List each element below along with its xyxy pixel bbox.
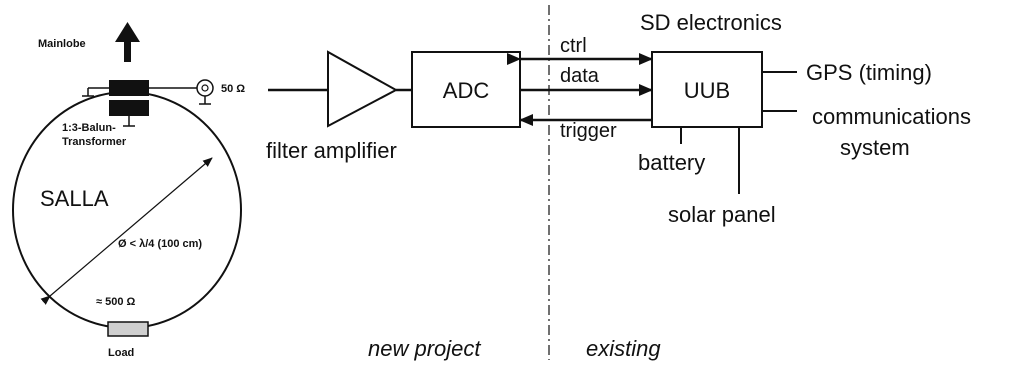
adc-label: ADC xyxy=(443,78,490,103)
port-impedance-label: 50 Ω xyxy=(221,83,245,95)
comm-label-line2: system xyxy=(840,135,910,160)
diameter-arrow xyxy=(40,157,213,305)
battery-label: battery xyxy=(638,150,705,175)
loop-impedance-label: ≈ 500 Ω xyxy=(96,296,136,308)
filter-amplifier-symbol xyxy=(327,50,399,128)
load-resistor xyxy=(107,321,149,337)
balun-label-line2: Transformer xyxy=(62,136,127,148)
balun-core-lower xyxy=(109,100,149,116)
comm-label-line1: communications xyxy=(812,104,971,129)
mainlobe-label: Mainlobe xyxy=(38,38,86,50)
existing-label: existing xyxy=(586,336,661,361)
salla-label: SALLA xyxy=(40,186,109,211)
solar-panel-label: solar panel xyxy=(668,202,776,227)
load-label: Load xyxy=(108,347,134,359)
uub-label: UUB xyxy=(684,78,730,103)
mainlobe-arrow-icon xyxy=(115,22,140,62)
sd-electronics-title: SD electronics xyxy=(640,10,782,35)
gps-label: GPS (timing) xyxy=(806,60,932,85)
diameter-label: Ø < λ/4 (100 cm) xyxy=(118,238,202,250)
filter-amplifier-label: filter amplifier xyxy=(266,138,397,163)
balun-label-line1: 1:3-Balun- xyxy=(62,122,116,134)
coax-connector-icon xyxy=(196,79,214,105)
trigger-label: trigger xyxy=(560,120,617,142)
ctrl-label: ctrl xyxy=(560,35,587,57)
adc-box xyxy=(411,51,521,128)
data-label: data xyxy=(560,65,600,87)
balun-core-upper xyxy=(109,80,149,96)
new-project-label: new project xyxy=(368,336,481,361)
